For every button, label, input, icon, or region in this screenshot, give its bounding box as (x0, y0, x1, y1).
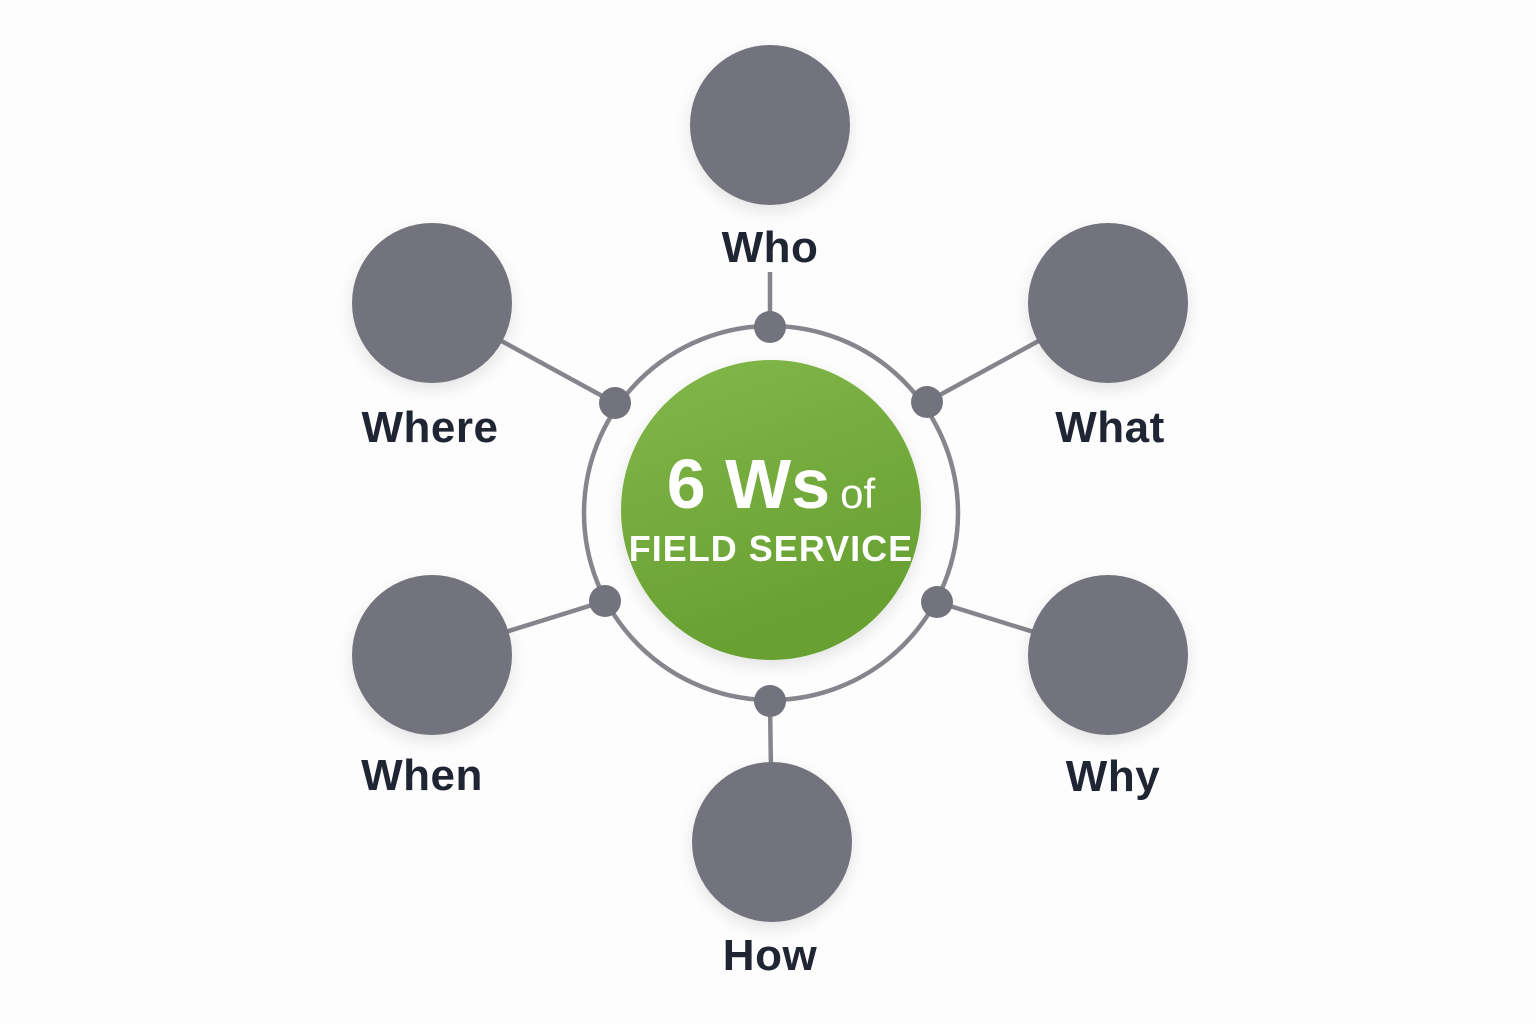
connector-dot-lower-right (921, 586, 953, 618)
satellite-circle-when (352, 575, 512, 735)
center-title-line2: FIELD SERVICE (628, 528, 914, 569)
connector-dot-upper-right (911, 386, 943, 418)
center-title-of: of (840, 470, 876, 517)
connector-dot-upper-left (599, 387, 631, 419)
satellite-circle-why (1028, 575, 1188, 735)
satellite-circle-where (352, 223, 512, 383)
center-title-big: 6 Ws (666, 445, 831, 523)
node-label-why: Why (1065, 752, 1161, 801)
satellite-circle-what (1028, 223, 1188, 383)
connector-dot-bottom (754, 685, 786, 717)
node-label-where: Where (361, 403, 499, 452)
satellite-circle-who (690, 45, 850, 205)
center-circle (621, 360, 921, 660)
node-label-what: What (1055, 403, 1165, 452)
node-label-when: When (361, 751, 483, 800)
connector-dot-top (754, 311, 786, 343)
connector-dot-lower-left (589, 585, 621, 617)
satellite-circle-how (692, 762, 852, 922)
node-label-who: Who (721, 223, 819, 272)
node-label-how: How (722, 931, 818, 980)
